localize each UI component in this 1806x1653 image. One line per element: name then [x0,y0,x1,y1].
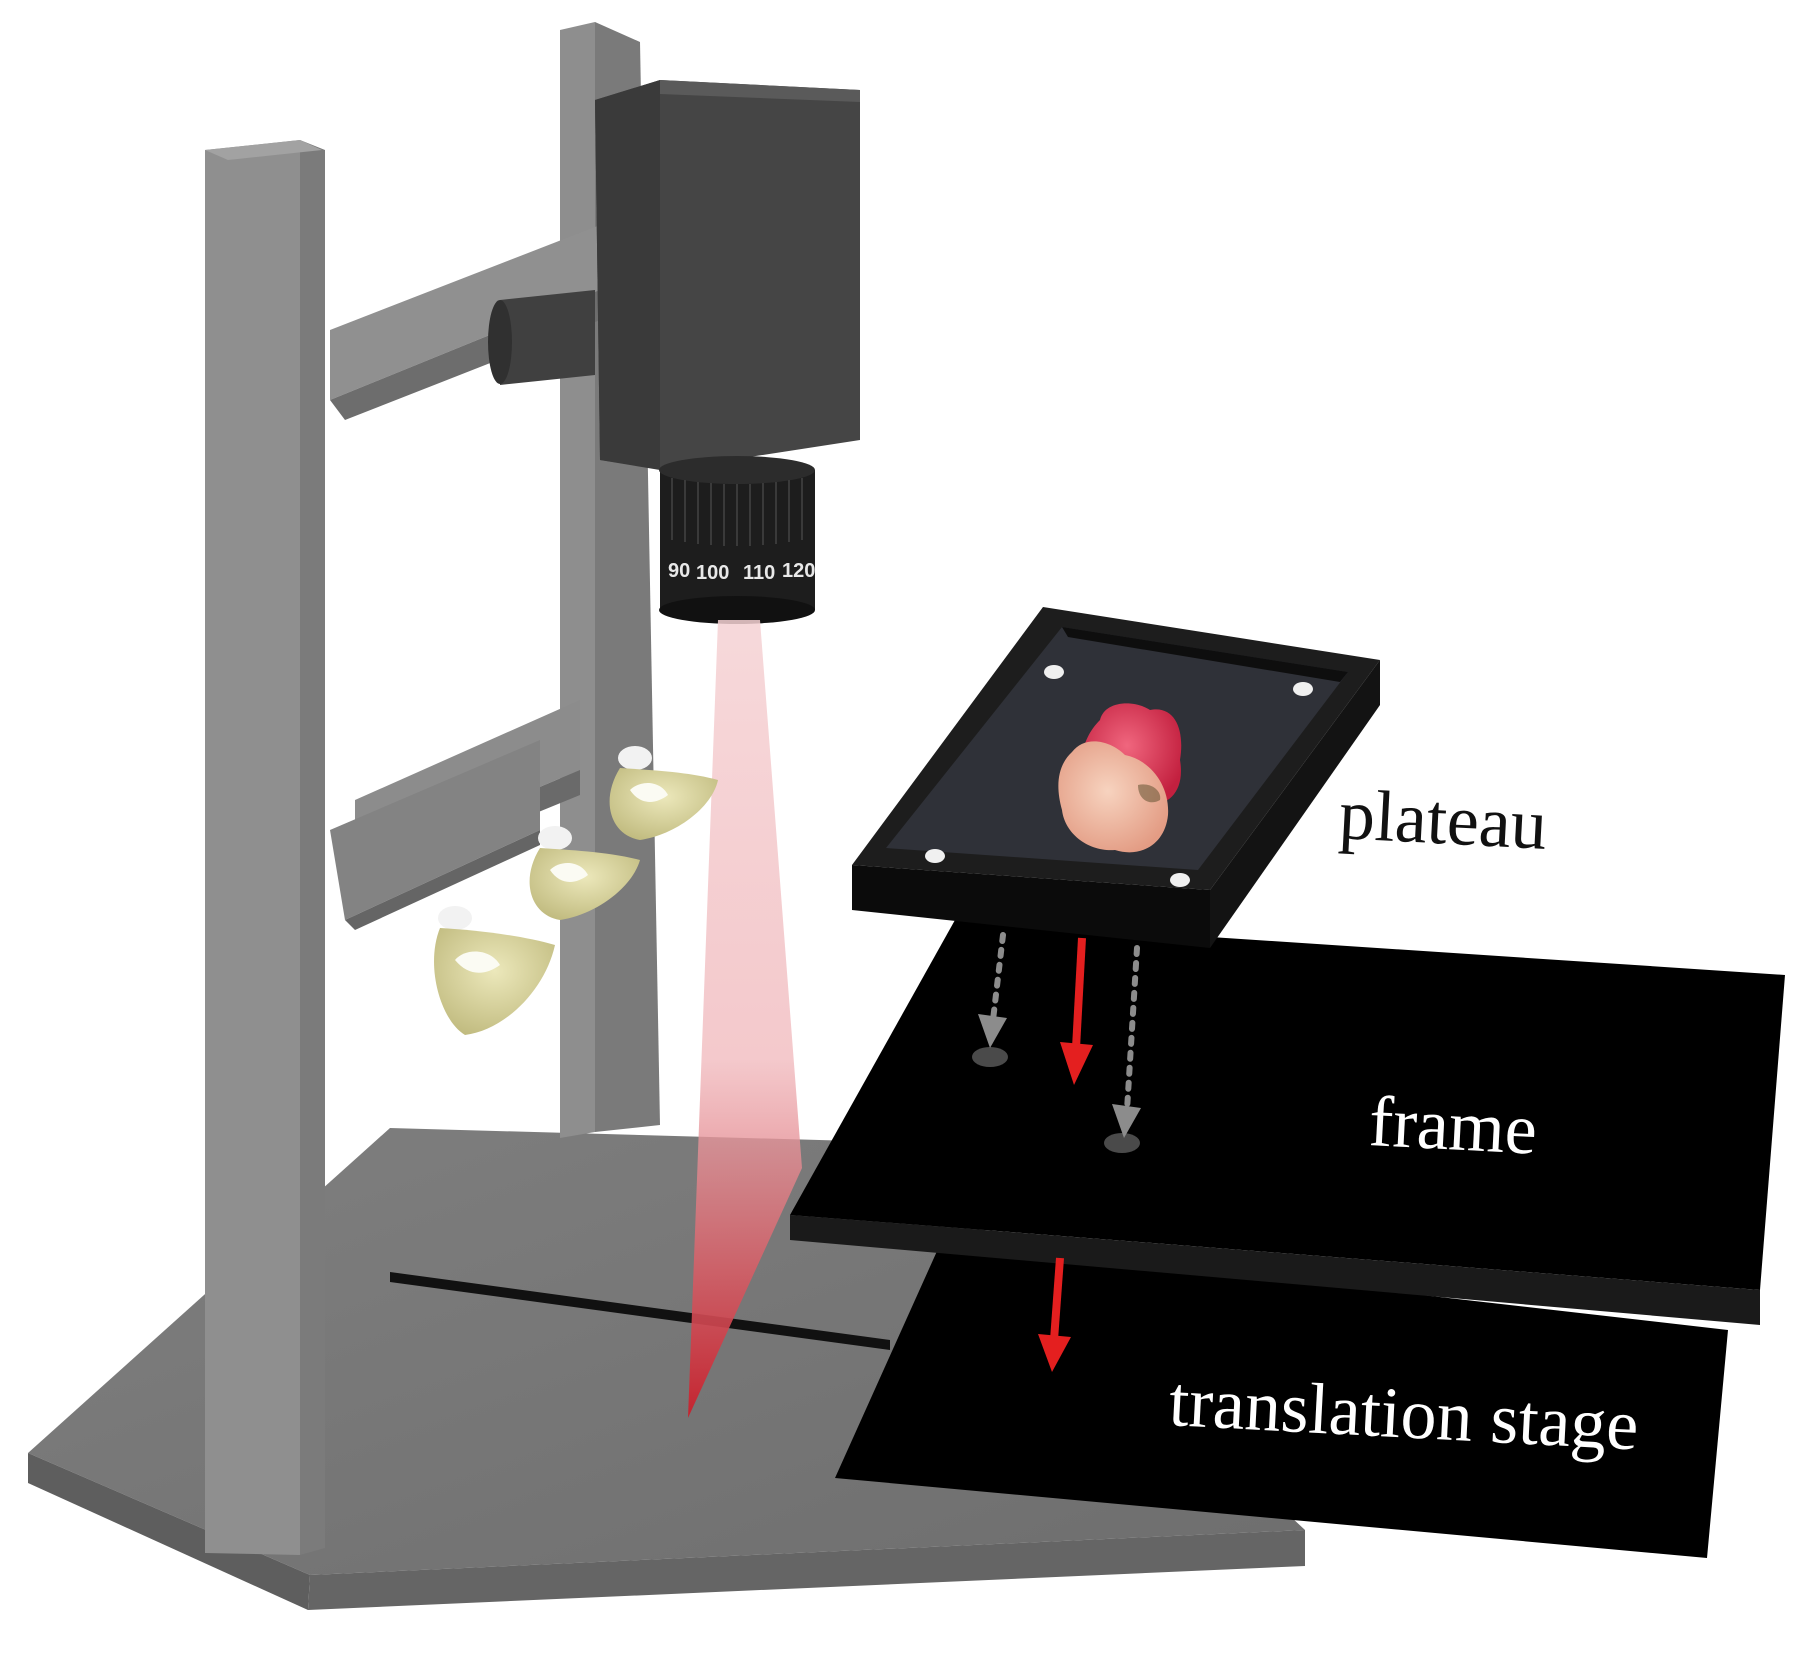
laser-beam [688,620,802,1418]
camera-mount [500,290,595,385]
frame-label: frame [1367,1081,1539,1170]
upper-crossbar [330,225,600,400]
base-groove [390,1272,890,1350]
plateau-label: plateau [1337,774,1549,865]
plateau-peg [1293,682,1313,696]
plateau-peg [1044,665,1064,679]
lamp-icon [609,746,718,840]
red-arrow [1038,1257,1071,1372]
lens-icon: 90 100 110 120 [659,456,815,624]
lamp-icon [529,826,640,920]
dotted-arrow [1112,945,1141,1138]
lens-marking: 110 [743,562,775,584]
lens-marking: 120 [782,560,815,582]
front-post [205,140,300,1555]
dotted-arrow [978,932,1007,1048]
camera-body [595,80,860,470]
stand [205,22,660,1555]
plateau-peg [925,849,945,863]
red-arrow [1060,937,1093,1085]
back-post [560,22,595,1138]
lamp-bracket [330,740,540,920]
plateau-peg [1170,873,1190,887]
lens-marking: 100 [696,562,729,584]
lens-marking: 90 [668,560,690,582]
lamp-icon [434,906,555,1035]
frame-peg-hole [1104,1133,1140,1153]
tissue-specimen-icon [1058,703,1182,853]
frame-panel [790,920,1785,1325]
frame-peg-hole [972,1047,1008,1067]
camera-icon: 90 100 110 120 [595,80,860,624]
